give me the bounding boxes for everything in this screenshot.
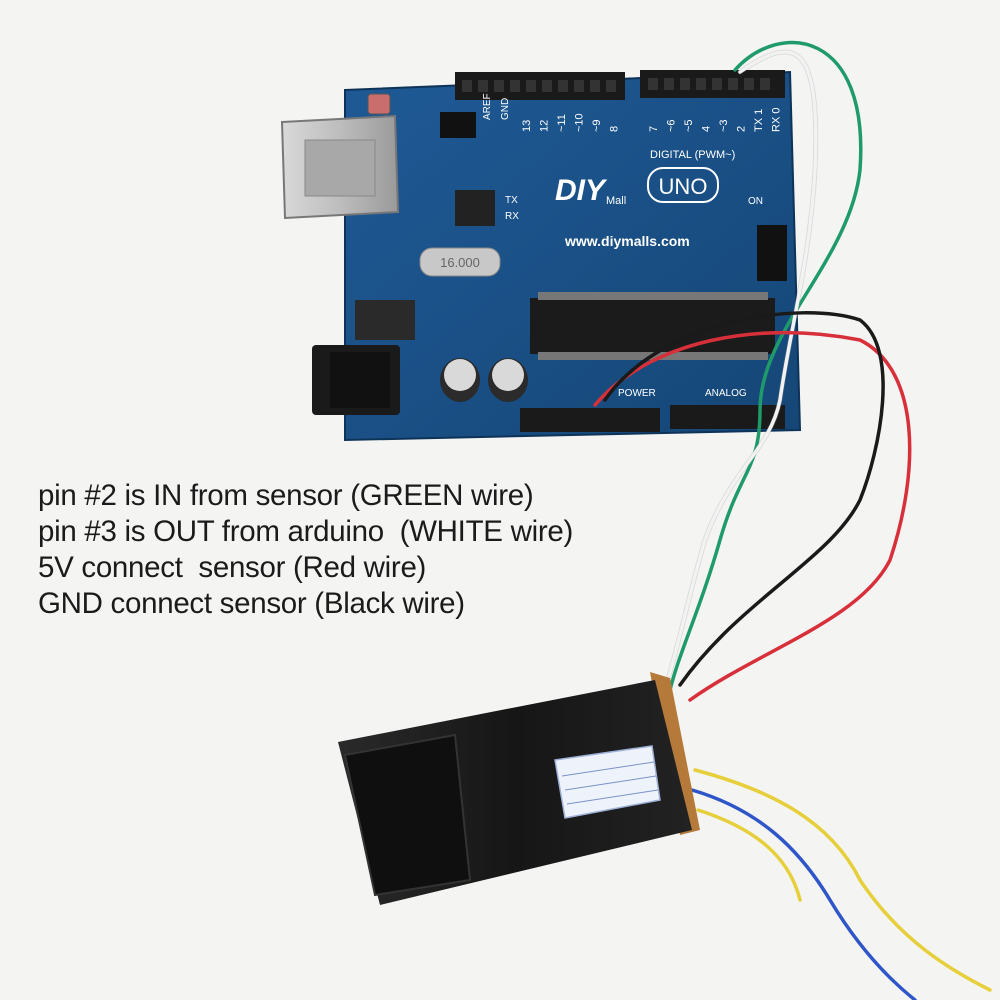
usb-chip xyxy=(455,190,495,226)
sensor-label-sticker xyxy=(554,745,661,819)
analog-header xyxy=(670,405,785,429)
pin-label: ~6 xyxy=(666,119,678,132)
pin-label: 13 xyxy=(521,120,533,132)
pin-label: ~10 xyxy=(574,113,586,132)
svg-text:16.000: 16.000 xyxy=(440,255,480,270)
pin-label: 7 xyxy=(648,126,660,132)
wires xyxy=(593,40,992,1000)
white-wire xyxy=(663,50,818,692)
blue-wire xyxy=(690,788,917,1000)
caption-line-black: GND connect sensor (Black wire) xyxy=(38,587,465,620)
model-label: UNO xyxy=(659,174,708,199)
analog-label: ANALOG xyxy=(705,388,747,399)
pin-label: ~11 xyxy=(556,114,568,132)
capacitor-1 xyxy=(440,358,480,402)
yellow-wire xyxy=(693,768,992,992)
atmega-chip xyxy=(530,292,775,360)
dc-power-jack xyxy=(312,345,400,415)
green-wire xyxy=(668,40,863,692)
sensor-window xyxy=(343,733,472,897)
reset-button xyxy=(367,93,391,115)
on-label: ON xyxy=(748,196,763,207)
pin-label: ~3 xyxy=(718,119,730,132)
pin-label: TX 1 xyxy=(753,109,765,132)
digital-headers xyxy=(455,70,785,100)
digital-label: DIGITAL (PWM~) xyxy=(650,149,735,161)
pin-label: 12 xyxy=(539,120,551,132)
website-label: www.diymalls.com xyxy=(564,233,690,249)
tx-label: TX xyxy=(505,195,518,206)
fingerprint-sensor xyxy=(338,672,700,905)
pcb xyxy=(344,70,802,442)
pin-label: 4 xyxy=(701,126,713,132)
aref-label: AREF xyxy=(482,93,493,120)
pin-label: RX 0 xyxy=(771,108,783,132)
arduino-board: 16.000 DIY Mall UNO www. xyxy=(280,70,802,442)
brand-suffix: Mall xyxy=(606,195,626,207)
wiring-caption: pin #2 is IN from sensor (GREEN wire) pi… xyxy=(38,478,573,622)
rx-label: RX xyxy=(505,211,519,222)
caption-line-white: pin #3 is OUT from arduino (WHITE wire) xyxy=(38,515,573,548)
power-label: POWER xyxy=(618,388,656,399)
caption-line-green: pin #2 is IN from sensor (GREEN wire) xyxy=(38,479,534,512)
pin-label: ~9 xyxy=(591,119,603,132)
gnd-label: GND xyxy=(500,98,511,120)
pin-label: 2 xyxy=(736,126,748,132)
usb-connector xyxy=(280,114,400,220)
power-header xyxy=(520,408,660,432)
crystal: 16.000 xyxy=(419,247,501,277)
voltage-regulator xyxy=(355,300,415,340)
black-wire xyxy=(603,311,885,687)
pin-label: ~5 xyxy=(683,119,695,132)
caption-line-red: 5V connect sensor (Red wire) xyxy=(38,551,427,584)
pin-label: 8 xyxy=(609,126,621,132)
pin-labels: 13 12 ~11 ~10 ~9 8 7 ~6 ~5 4 ~3 2 TX 1 RX 0 xyxy=(521,108,783,132)
capacitor-2 xyxy=(488,358,528,402)
icsp-header xyxy=(440,112,476,138)
icsp-header-2 xyxy=(757,225,787,281)
yellow-wire-2 xyxy=(696,808,802,902)
red-wire xyxy=(593,330,912,702)
uno-badge xyxy=(647,167,719,203)
brand-logo: DIY xyxy=(555,174,608,207)
